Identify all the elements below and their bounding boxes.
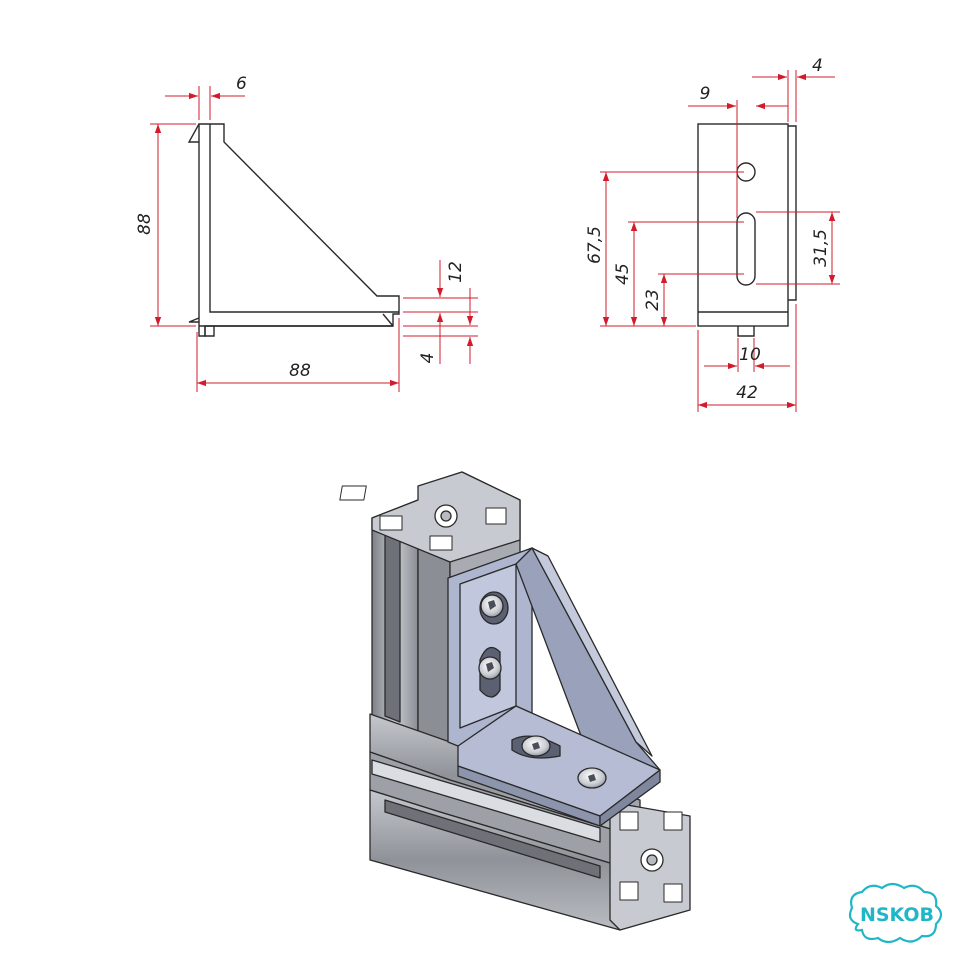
front-dim-gusset: 12 (446, 261, 466, 283)
assembly-illustration (339, 471, 691, 931)
front-dim-height: 88 (135, 213, 155, 235)
side-dim-flange: 4 (812, 56, 823, 76)
front-view-dimensions (150, 86, 478, 392)
side-dim-total-width: 42 (736, 383, 758, 403)
side-dim-hole-2: 45 (613, 263, 633, 285)
side-view-outline (697, 123, 797, 337)
side-dim-slot-length: 31,5 (811, 229, 831, 267)
side-dim-hole-1: 67,5 (585, 226, 605, 264)
side-view: 4 9 67,5 45 23 31,5 10 42 (585, 56, 840, 412)
front-view-outline (187, 123, 400, 337)
brand-logo: NSKOB (848, 882, 943, 944)
front-dim-tab: 4 (418, 353, 438, 364)
front-dim-top-width: 6 (236, 74, 247, 94)
horizontal-profile (369, 713, 691, 931)
side-dim-hole-3: 23 (643, 289, 663, 311)
front-dim-width: 88 (289, 361, 311, 381)
side-dim-slot-offset: 9 (700, 84, 711, 104)
corner-bracket (447, 547, 661, 827)
front-view: 6 88 88 12 4 (135, 74, 478, 392)
side-dim-tab-width: 10 (739, 345, 761, 365)
logo-text: NSKOB (860, 904, 934, 926)
side-view-dimensions (600, 70, 840, 412)
